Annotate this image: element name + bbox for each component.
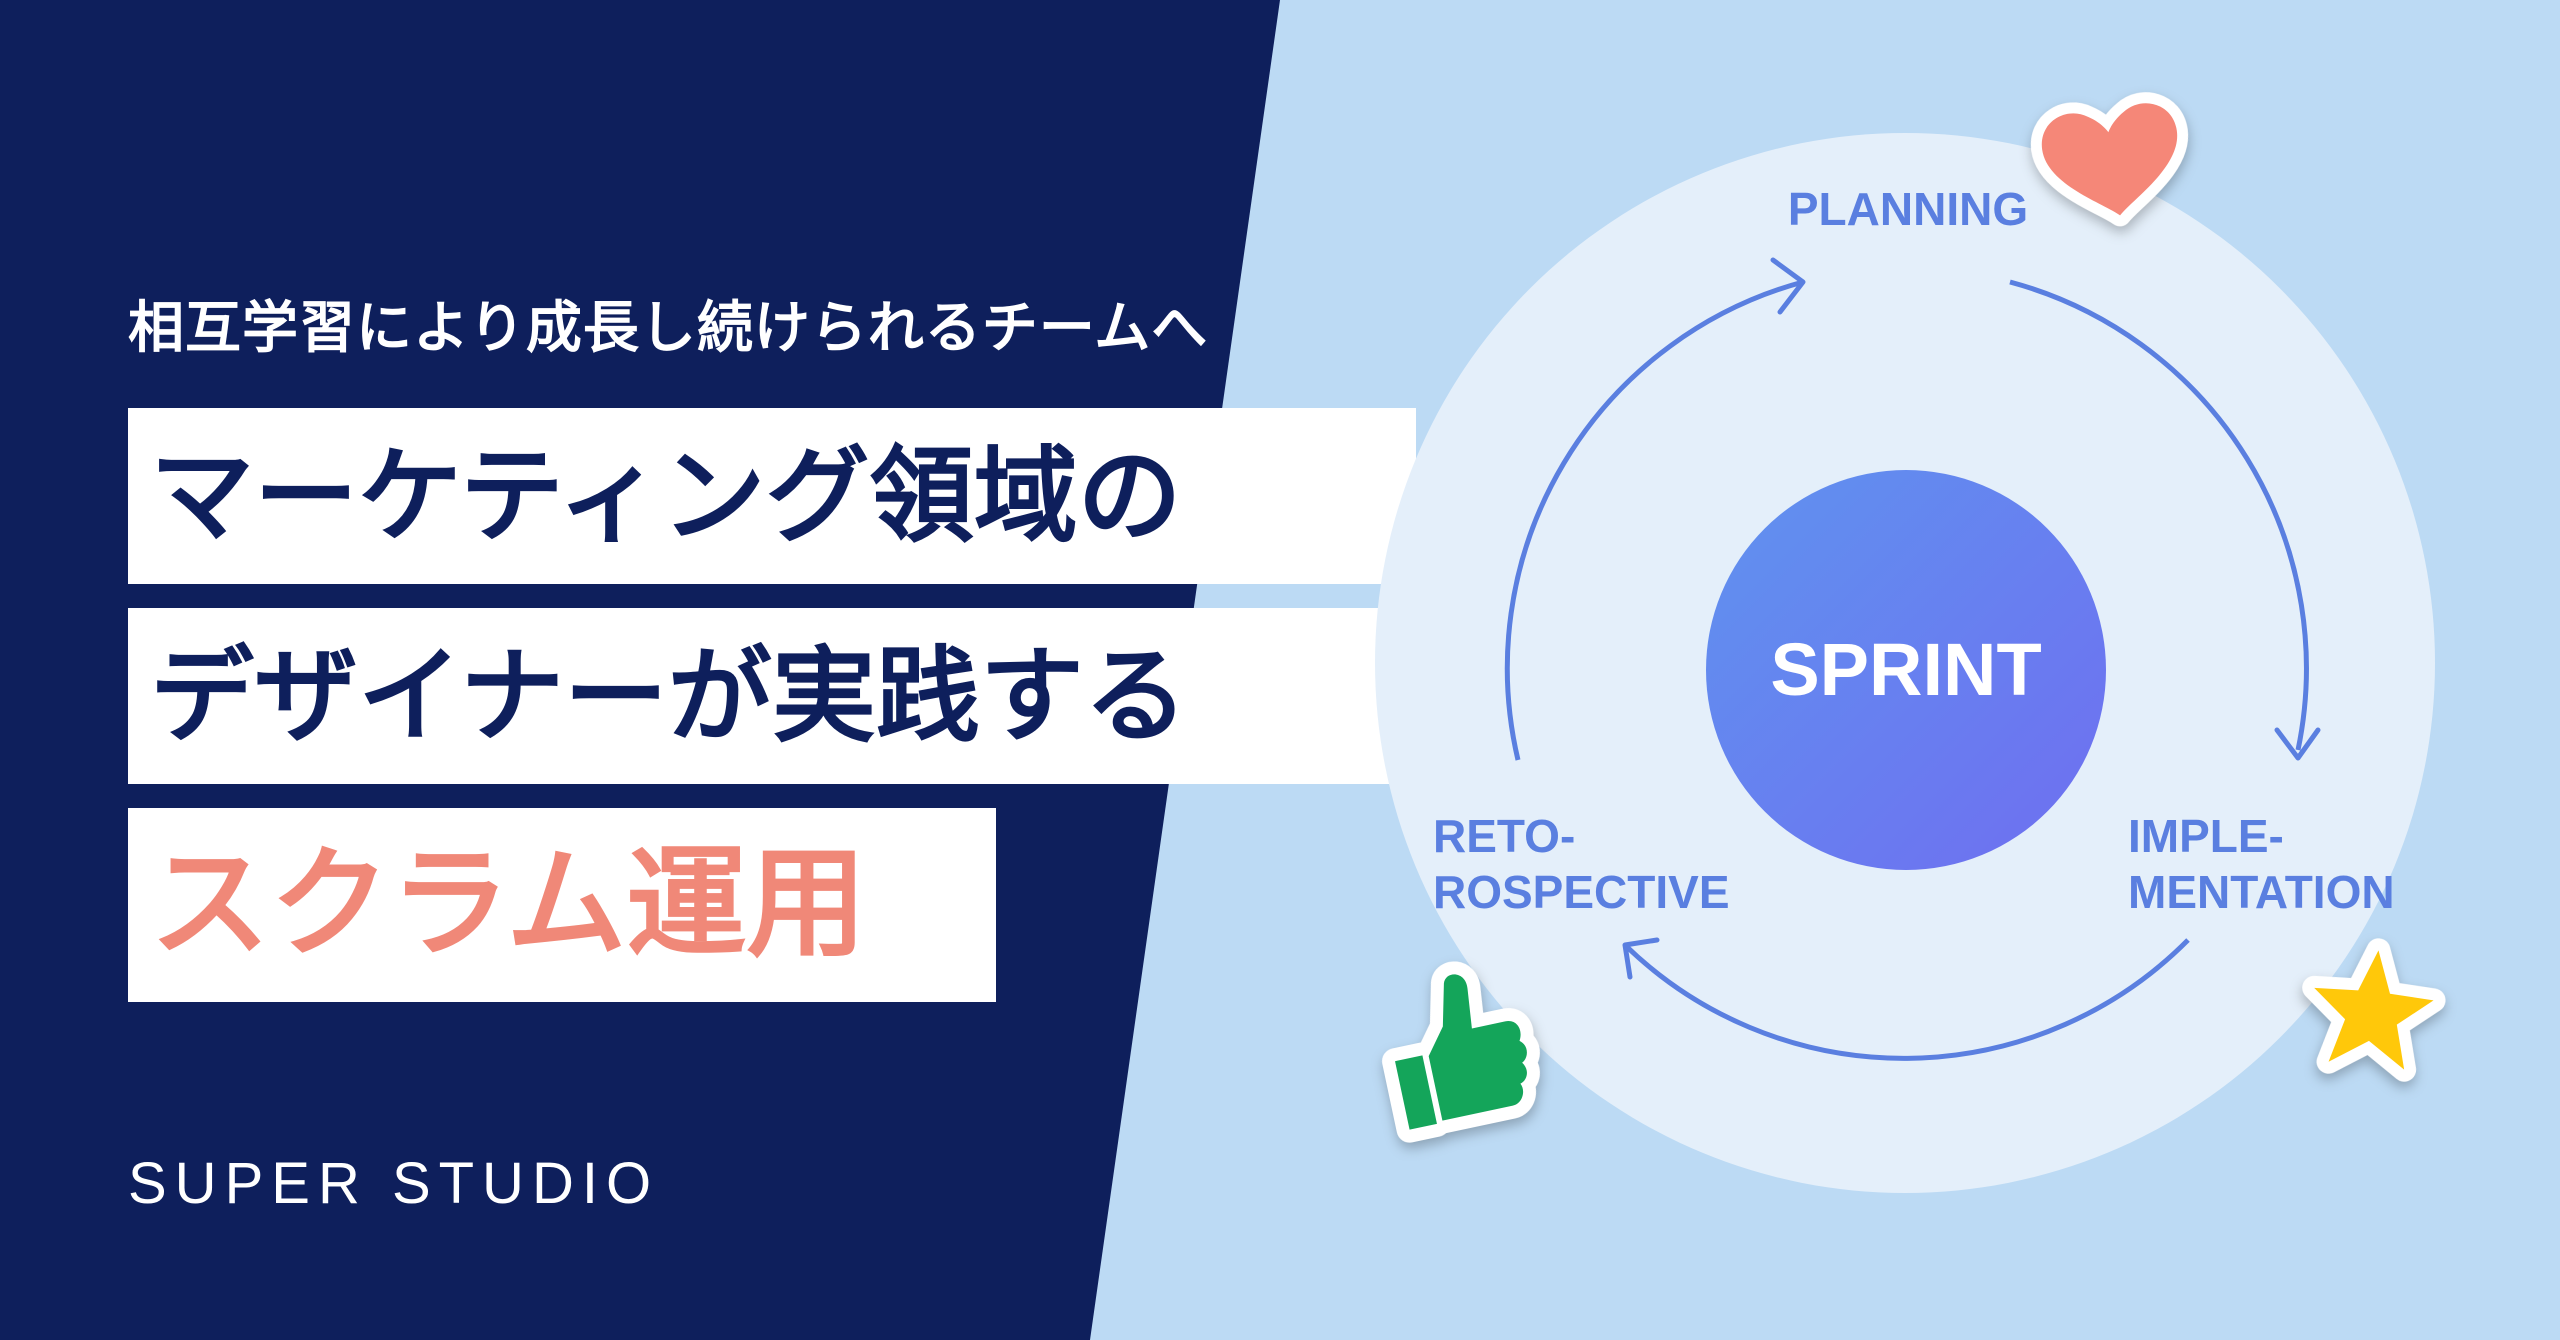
implementation-label-line-2: MENTATION: [2128, 866, 2395, 918]
title-line-2: デザイナーが実践する: [128, 608, 1416, 784]
retrospective-label-line-1: RETO-: [1433, 810, 1575, 862]
sprint-circle: [1706, 470, 2106, 870]
arc-retro-to-planning: [1504, 279, 1804, 761]
sprint-label: SPRINT: [1770, 628, 2041, 711]
star-icon: [2302, 938, 2446, 1082]
arrowhead-retrospective: [1622, 937, 1660, 980]
planning-label: PLANNING: [1788, 183, 2028, 235]
heart-icon: [2030, 92, 2188, 227]
title-line-3: スクラム運用: [128, 808, 996, 1002]
arrowhead-planning: [1770, 257, 1806, 315]
arrowhead-implementation: [2274, 727, 2321, 761]
title-line-1: マーケティング領域の: [128, 408, 1416, 584]
subtitle: 相互学習により成長し続けられるチームへ: [128, 296, 1209, 361]
thumbs-up-icon: [1382, 961, 1540, 1143]
brand-logo: SUPER STUDIO: [128, 1151, 660, 1216]
implementation-label-line-1: IMPLE-: [2128, 810, 2284, 862]
arc-planning-to-implementation: [2009, 279, 2309, 751]
arc-implementation-to-retro: [1623, 938, 2190, 1061]
retrospective-label-line-2: ROSPECTIVE: [1433, 866, 1730, 918]
